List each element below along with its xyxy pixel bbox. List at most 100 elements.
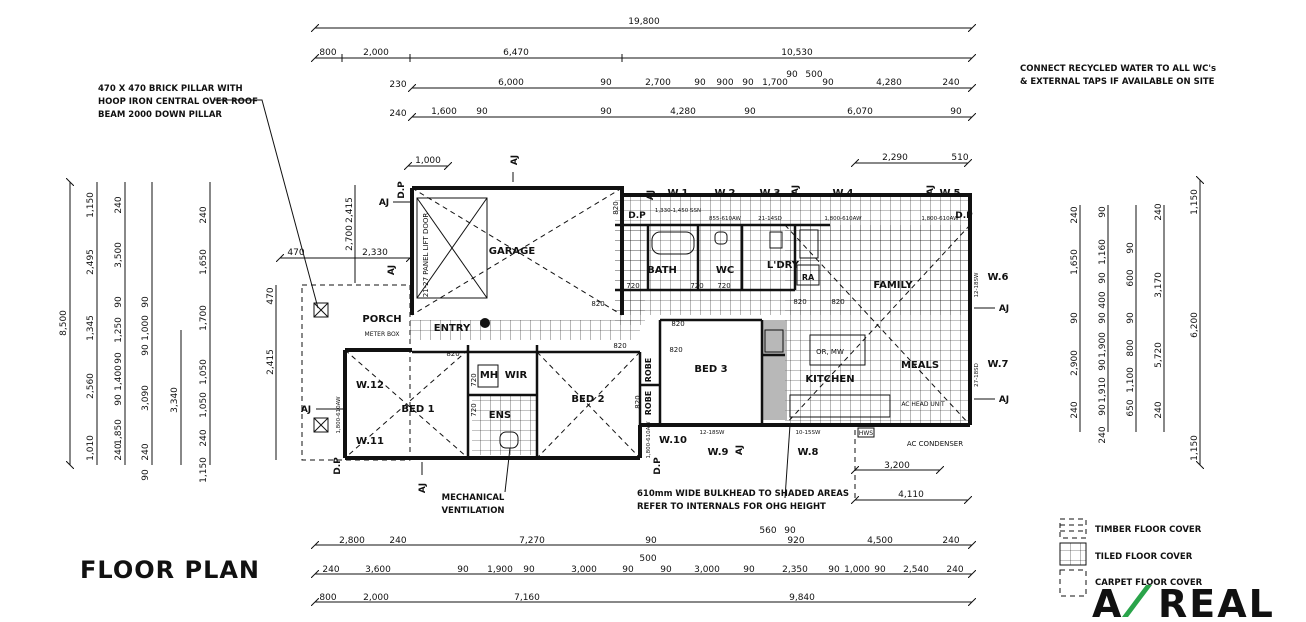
dim-bot-r2-9: 3,000 <box>694 565 720 575</box>
room-wc: WC <box>716 265 734 276</box>
window-w12: W.12 <box>356 380 384 391</box>
dim-porch-5: 2,415 <box>266 349 276 375</box>
dim-porch-3: 2,330 <box>362 248 388 258</box>
door-size-11: 720 <box>470 373 478 386</box>
right-dimensions: 240 1,650 90 2,900 240 90 1,160 90 400 9… <box>1070 180 1200 465</box>
dim-left-c3-2: 90 <box>114 296 124 308</box>
window-w10: W.10 <box>659 435 687 446</box>
dim-right-c2-3: 400 <box>1098 291 1108 308</box>
room-laundry: L'DRY <box>767 260 800 271</box>
door-size-1: 820 <box>591 300 604 308</box>
door-size-10: 720 <box>470 403 478 416</box>
door-sizes: 820 820 820 720 720 720 820 820 820 820 … <box>446 201 844 416</box>
dim-bot-r2-4: 90 <box>523 565 535 575</box>
note-pillar-line1: 470 X 470 BRICK PILLAR WITH <box>98 84 243 94</box>
door-size-12: 820 <box>634 395 642 408</box>
dim-left-c3-1: 3,500 <box>114 242 124 268</box>
dim-top-r1-1: 2,000 <box>363 48 389 58</box>
dim-right-c1-1: 1,650 <box>1070 249 1080 275</box>
dim-bot-r2-7: 500 <box>639 554 656 564</box>
window-w4: W.4 <box>833 188 854 199</box>
dim-right-c2-6: 90 <box>1098 359 1108 371</box>
dim-top-r2-6: 90 <box>742 78 754 88</box>
room-garage: GARAGE <box>489 246 536 257</box>
dim-top-r2-4: 90 <box>694 78 706 88</box>
window-w9: W.9 <box>708 447 729 458</box>
dim-right-c4-3: 240 <box>1154 401 1164 418</box>
meter-box-label: METER BOX <box>365 331 400 338</box>
dim-left-c2-4: 1,010 <box>86 435 96 461</box>
window-labels: W.1 1,330-1,450 SSN W.2 855-610AW W.3 21… <box>336 188 1009 459</box>
dim-right-c2-2: 90 <box>1098 272 1108 284</box>
aj-marker-top-2: AJ <box>646 190 656 200</box>
window-w11: W.11 <box>356 436 384 447</box>
room-bed3: BED 3 <box>694 364 727 375</box>
dim-left-c3-6: 90 <box>114 394 124 406</box>
dim-bot-r3-2: 7,160 <box>514 593 540 603</box>
dim-top-r3-3: 90 <box>600 107 612 117</box>
legend-swatch-timber <box>1059 518 1087 539</box>
window-w1: W.1 <box>668 188 689 199</box>
dim-bot-r1-4: 560 <box>759 526 776 536</box>
dim-bot-r2-5: 3,000 <box>571 565 597 575</box>
dim-bot-r2-15: 2,540 <box>903 565 929 575</box>
dim-top-r3-0: 240 <box>389 109 406 119</box>
top-dimensions: 19,800 800 2,000 6,470 10,530 230 6,000 … <box>315 17 972 166</box>
dim-top-r2-7: 1,700 <box>762 78 788 88</box>
dim-right-c3-3: 800 <box>1126 339 1136 356</box>
dim-bot-r1-1: 240 <box>389 536 406 546</box>
dim-left-c2-2: 1,345 <box>86 315 96 341</box>
dim-top-r1-0: 800 <box>319 48 336 58</box>
dim-right-c1-4: 240 <box>1070 401 1080 418</box>
dim-bot-r2-11: 2,350 <box>782 565 808 575</box>
aj-marker-left-3: AJ <box>301 405 311 415</box>
aj-marker-top-1: AJ <box>510 155 520 165</box>
room-wir: WIR <box>505 370 528 381</box>
room-meals: MEALS <box>901 360 939 371</box>
aj-marker-right-1: AJ <box>999 304 1009 314</box>
ac-condenser-label: AC CONDENSER <box>907 440 963 448</box>
dim-left-c4-9: 1,000 <box>141 315 151 341</box>
dim-left-overall: 8,500 <box>59 310 69 336</box>
room-labels: GARAGE 21-27 PANEL LIFT DOOR PORCH METER… <box>362 213 963 448</box>
dim-right-c4-1: 3,170 <box>1154 272 1164 298</box>
dim-left-c4-0: 240 <box>199 206 209 223</box>
dim-top-r2-5: 900 <box>716 78 733 88</box>
aj-marker-top-3: AJ <box>791 185 801 195</box>
dim-top-r2-0: 230 <box>389 80 406 90</box>
dim-bot-r2-0: 240 <box>322 565 339 575</box>
dim-bot-r2-14: 90 <box>874 565 886 575</box>
dim-bot-r1-0: 2,800 <box>339 536 365 546</box>
dim-right-c1-2: 90 <box>1070 312 1080 324</box>
window-w8-size: 10-15SW <box>796 430 821 436</box>
bathtub-icon <box>651 231 695 255</box>
aj-marker-left-1: AJ <box>379 198 389 208</box>
legend-label-carpet: CARPET FLOOR COVER <box>1095 578 1203 588</box>
dim-left-c4-8: 90 <box>141 296 151 308</box>
dim-bot-r2-8: 90 <box>660 565 672 575</box>
room-robe1: ROBE <box>644 358 653 383</box>
dim-porch-4: 470 <box>266 287 276 304</box>
dim-overall-width: 19,800 <box>628 17 660 27</box>
room-kitchen: KITCHEN <box>805 374 854 385</box>
note-ventilation-line2: VENTILATION <box>441 506 504 516</box>
dim-left-c2-3: 2,560 <box>86 373 96 399</box>
dim-left-c4-10: 90 <box>141 344 151 356</box>
window-w6: W.6 <box>988 272 1009 283</box>
door-size-0: 820 <box>612 201 620 214</box>
dim-right-c3-5: 650 <box>1126 399 1136 416</box>
ac-head-label: AC HEAD UNIT <box>901 401 945 408</box>
door-size-3: 720 <box>626 282 639 290</box>
legend: TIMBER FLOOR COVER TILED FLOOR COVER CAR… <box>1059 518 1203 597</box>
legend-label-timber: TIMBER FLOOR COVER <box>1095 525 1202 535</box>
room-mh: MH <box>480 370 498 381</box>
dim-top-r3-5: 90 <box>744 107 756 117</box>
dp-marker-4: D.P <box>333 457 343 475</box>
dim-bot-r1-3: 90 <box>645 536 657 546</box>
aj-markers: AJ AJ AJ AJ AJ AJ AJ AJ AJ AJ AJ D.P D.P… <box>301 155 1009 500</box>
window-w8: W.8 <box>798 447 819 458</box>
dim-family-sub-1: 510 <box>951 153 968 163</box>
dim-top-r3-4: 4,280 <box>670 107 696 117</box>
page-title: FLOOR PLAN <box>80 556 260 584</box>
notes: CONNECT RECYCLED WATER TO ALL WC's & EXT… <box>98 64 1216 516</box>
